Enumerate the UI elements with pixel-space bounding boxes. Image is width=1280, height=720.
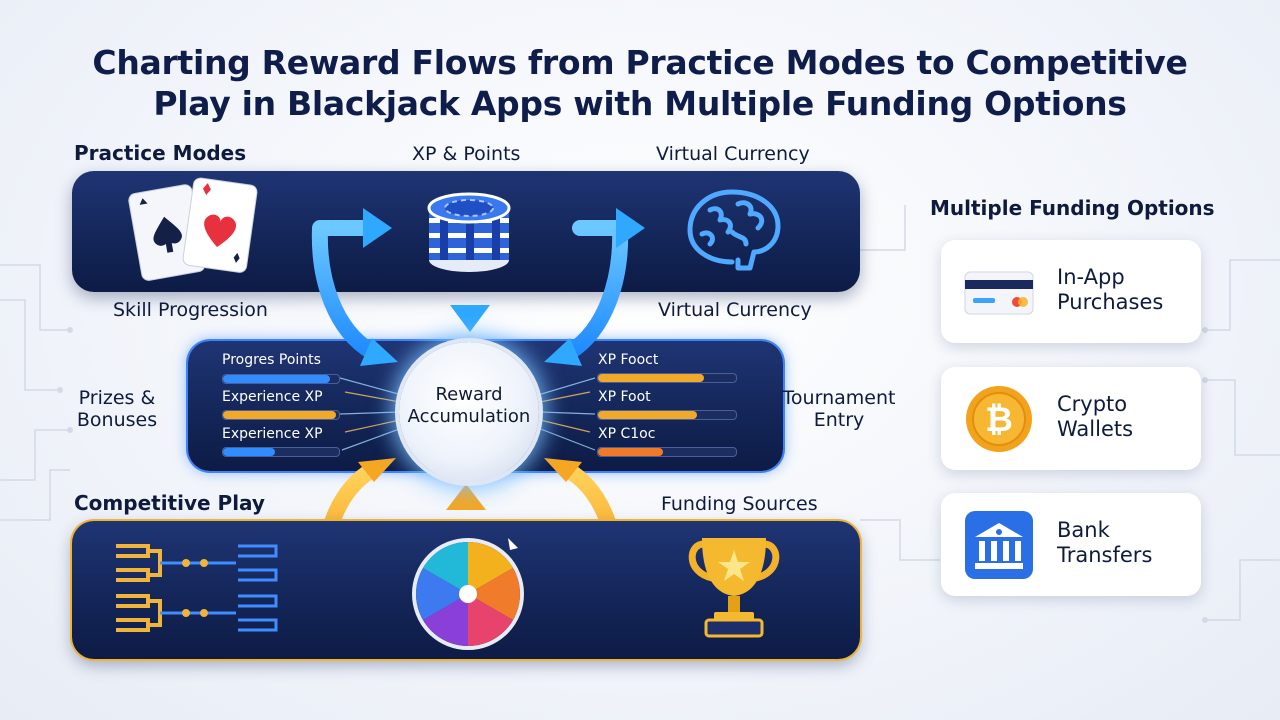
bank-line2: Transfers — [1057, 543, 1153, 567]
right-bar-label-3: XP C1oc — [598, 426, 656, 442]
playing-cards-icon — [128, 177, 258, 281]
bank-icon — [965, 511, 1033, 579]
tournament-bracket-icon — [116, 544, 278, 632]
right-bar-fill-3 — [598, 448, 663, 456]
crypto-wallets-text: Crypto Wallets — [1057, 392, 1133, 442]
prizes-label-line2: Bonuses — [76, 409, 158, 431]
reward-accumulation-hub: Reward Accumulation — [399, 342, 539, 482]
left-bar-2 — [222, 410, 340, 420]
virtual-currency-mid-label: Virtual Currency — [658, 299, 812, 321]
credit-card-icon — [964, 271, 1034, 315]
prizes-label-line1: Prizes & — [78, 387, 156, 409]
left-bar-3 — [222, 447, 340, 457]
skill-progression-label: Skill Progression — [113, 299, 268, 321]
title-line-1: Charting Reward Flows from Practice Mode… — [92, 43, 1188, 82]
svg-text:₿: ₿ — [985, 400, 1013, 440]
in-app-line1: In-App — [1057, 265, 1125, 289]
crypto-line1: Crypto — [1057, 392, 1128, 416]
left-bar-label-1: Progres Points — [222, 352, 321, 368]
bank-line1: Bank — [1057, 518, 1110, 542]
left-bar-label-3: Experience XP — [222, 426, 323, 442]
title-line-2: Play in Blackjack Apps with Multiple Fun… — [153, 84, 1127, 123]
virtual-currency-top-label: Virtual Currency — [656, 143, 810, 165]
right-bar-2 — [597, 410, 737, 420]
reward-accumulation-text: Reward Accumulation — [399, 384, 539, 428]
funding-card-crypto-wallets[interactable]: ₿ Crypto Wallets — [941, 367, 1201, 470]
right-bar-3 — [597, 447, 737, 457]
prize-wheel-icon — [412, 538, 524, 650]
tournament-label-line1: Tournament — [782, 387, 896, 409]
in-app-purchases-text: In-App Purchases — [1057, 265, 1163, 315]
left-bar-fill-3 — [223, 448, 276, 456]
poker-chips-icon — [427, 192, 511, 272]
competitive-play-label: Competitive Play — [74, 491, 265, 515]
brain-icon — [687, 189, 781, 271]
left-bar-fill-1 — [223, 375, 330, 383]
right-bar-1 — [597, 373, 737, 383]
right-bar-label-2: XP Foot — [598, 389, 651, 405]
left-bar-label-2: Experience XP — [222, 389, 323, 405]
practice-modes-label: Practice Modes — [74, 141, 247, 165]
prizes-bonuses-label: Prizes & Bonuses — [72, 387, 162, 431]
multiple-funding-options-label: Multiple Funding Options — [930, 196, 1215, 220]
bitcoin-icon: ₿ — [966, 386, 1032, 452]
tournament-entry-label: Tournament Entry — [778, 387, 900, 431]
xp-points-label: XP & Points — [412, 143, 521, 165]
right-bar-fill-2 — [598, 411, 698, 419]
funding-card-bank-transfers[interactable]: Bank Transfers — [941, 493, 1201, 596]
trophy-icon — [688, 538, 780, 638]
hub-text-line1: Reward — [435, 384, 503, 405]
page-title: Charting Reward Flows from Practice Mode… — [0, 42, 1280, 124]
crypto-line2: Wallets — [1057, 417, 1134, 441]
tournament-label-line2: Entry — [813, 409, 865, 431]
left-bar-fill-2 — [223, 411, 336, 419]
funding-card-in-app-purchases[interactable]: In-App Purchases — [941, 240, 1201, 343]
left-bar-1 — [222, 374, 340, 384]
right-bar-fill-1 — [598, 374, 705, 382]
hub-text-line2: Accumulation — [407, 406, 531, 427]
funding-sources-label: Funding Sources — [661, 493, 818, 515]
in-app-line2: Purchases — [1057, 290, 1164, 314]
bank-transfers-text: Bank Transfers — [1057, 518, 1152, 568]
right-bar-label-1: XP Fooct — [598, 352, 659, 368]
